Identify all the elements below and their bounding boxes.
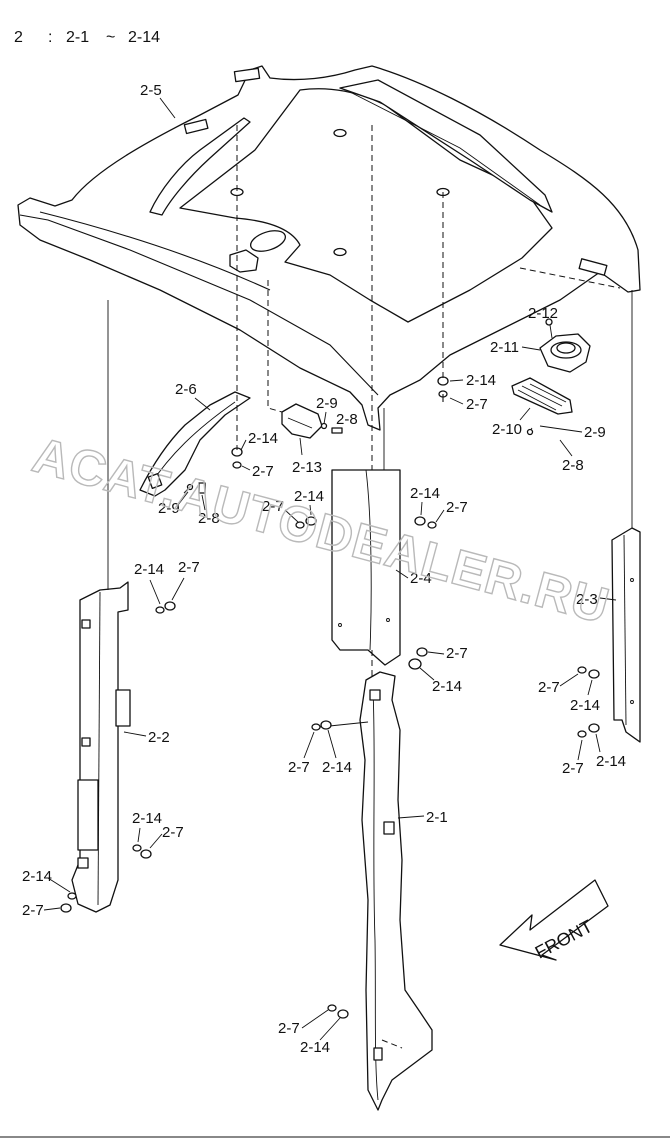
callout-2-14-main-mid: 2-14 [322, 759, 352, 776]
header-from: 2-1 [66, 29, 89, 46]
fastener-group-headliner-right [437, 376, 449, 402]
callout-2-11: 2-11 [490, 339, 519, 356]
callout-2-14-roof-right: 2-14 [466, 372, 496, 389]
callout-2-6: 2-6 [175, 381, 197, 398]
part-speaker-grille [511, 377, 573, 415]
callout-2-8-pillar: 2-8 [198, 510, 220, 527]
callout-2-14-center-left: 2-14 [294, 488, 324, 505]
part-front-pillar-main [359, 671, 433, 1111]
callout-2-1: 2-1 [426, 809, 448, 826]
callout-2-7-main-bottom: 2-7 [278, 1020, 300, 1037]
part-speaker [539, 333, 591, 373]
callout-2-7-center-right: 2-7 [446, 499, 468, 516]
callout-2-12: 2-12 [528, 305, 558, 322]
header-colon: : [48, 29, 52, 46]
callout-2-14-right-upper: 2-14 [570, 697, 600, 714]
callout-2-4: 2-4 [410, 570, 432, 587]
part-room-lamp [281, 403, 323, 439]
header-tilde: ~ [106, 29, 115, 46]
callout-2-5: 2-5 [140, 82, 162, 99]
part-front-pillar-left [71, 581, 131, 913]
diagram-header: 2 : 2-1 ~ 2-14 [14, 29, 160, 46]
callout-2-7-main-mid: 2-7 [288, 759, 310, 776]
callout-2-13: 2-13 [292, 459, 322, 476]
headliner-bosses [230, 128, 450, 257]
part-rear-pillar-right [611, 527, 641, 743]
callout-2-8-speaker: 2-8 [562, 457, 584, 474]
callout-2-7-main-top: 2-7 [446, 645, 468, 662]
callout-2-9-lamp: 2-9 [316, 395, 338, 412]
part-headliner [17, 65, 641, 431]
part-pillar-cap-left [139, 391, 251, 497]
callout-2-10: 2-10 [492, 421, 522, 438]
callout-2-7-left-bottom: 2-7 [22, 902, 44, 919]
callout-2-14-left-mid: 2-14 [132, 810, 162, 827]
header-group: 2 [14, 29, 23, 46]
callout-2-7-roof-left: 2-7 [252, 463, 274, 480]
part-center-pillar [331, 469, 401, 666]
header-to: 2-14 [128, 29, 160, 46]
callout-2-14-left-upper: 2-14 [134, 561, 164, 578]
callout-2-7-right-upper: 2-7 [538, 679, 560, 696]
callout-2-3: 2-3 [576, 591, 598, 608]
callout-2-14-center-right: 2-14 [410, 485, 440, 502]
alignment-lines [107, 125, 633, 1049]
callout-2-8-lamp: 2-8 [336, 411, 358, 428]
callout-2-7-center-left: 2-7 [262, 498, 284, 515]
callout-2-9-speaker: 2-9 [584, 424, 606, 441]
callout-2-7-left-upper: 2-7 [178, 559, 200, 576]
callout-2-14-roof-left: 2-14 [248, 430, 278, 447]
callout-2-7-left-mid: 2-7 [162, 824, 184, 841]
callout-2-14-main-bottom: 2-14 [300, 1039, 330, 1056]
callout-2-7-roof-right: 2-7 [466, 396, 488, 413]
callout-2-14-main-top: 2-14 [432, 678, 462, 695]
callout-2-7-right-lower: 2-7 [562, 760, 584, 777]
callout-2-9-pillar: 2-9 [158, 500, 180, 517]
front-direction-arrow: FRONT [499, 879, 609, 963]
callout-2-14-left-bottom: 2-14 [22, 868, 52, 885]
callout-2-14-right-lower: 2-14 [596, 753, 626, 770]
callout-2-2: 2-2 [148, 729, 170, 746]
